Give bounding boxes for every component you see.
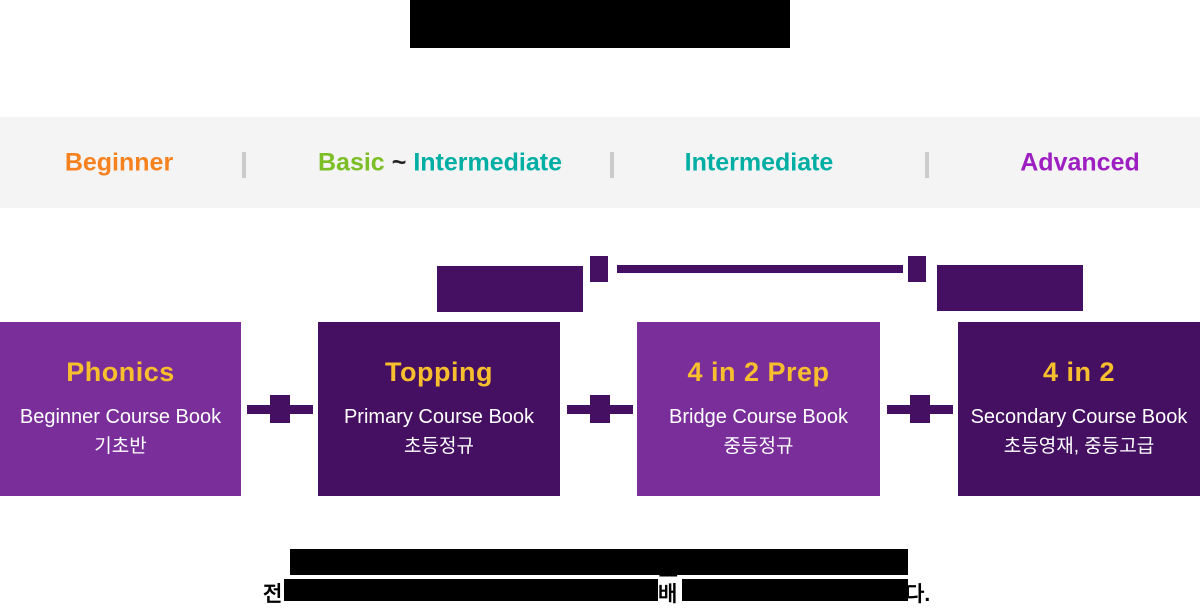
caption-line2-redaction-bar xyxy=(682,579,908,601)
caption-line1-redaction-bar xyxy=(290,549,908,575)
level-label-advanced: Advanced xyxy=(1020,148,1140,176)
plus-connector xyxy=(247,395,313,423)
plus-center-block xyxy=(590,395,610,423)
plus-center-block xyxy=(910,395,930,423)
course-title: 4 in 2 xyxy=(1042,356,1116,387)
plus-connector xyxy=(887,395,953,423)
caption-line2-start-fragment: 전 xyxy=(263,583,283,606)
course-subtitle-korean: 중등정규 xyxy=(723,435,794,457)
course-subtitle: Secondary Course Book xyxy=(970,405,1188,428)
tilde-separator: ~ xyxy=(391,148,407,176)
level-label-mixed-intermediate: Intermediate xyxy=(413,148,562,176)
level-divider xyxy=(610,152,614,178)
course-subtitle-korean: 초등영재, 중등고급 xyxy=(1003,435,1155,457)
caption-line2-mid-fragment: 배 xyxy=(658,583,678,606)
course-title: Phonics xyxy=(66,356,175,387)
title-banner xyxy=(410,0,790,48)
range-label-box-right xyxy=(937,265,1083,311)
course-subtitle: Primary Course Book xyxy=(343,405,535,428)
course-card-4in2: 4 in 2 Secondary Course Book 초등영재, 중등고급 xyxy=(958,322,1200,496)
level-label-intermediate: Intermediate xyxy=(684,148,834,176)
course-card-4in2-prep: 4 in 2 Prep Bridge Course Book 중등정규 xyxy=(637,322,880,496)
level-divider xyxy=(242,152,246,178)
range-endpoint-right xyxy=(908,256,926,282)
plus-center-block xyxy=(270,395,290,423)
course-title: Topping xyxy=(385,356,493,387)
course-card-phonics: Phonics Beginner Course Book 기초반 xyxy=(0,322,241,496)
level-band: Beginner Basic~Intermediate Intermediate… xyxy=(0,117,1200,208)
level-label-basic-intermediate: Basic~Intermediate xyxy=(318,148,562,177)
plus-connector xyxy=(567,395,633,423)
range-label-box-left xyxy=(437,266,583,312)
course-subtitle-korean: 기초반 xyxy=(94,435,147,457)
range-line xyxy=(617,265,903,273)
course-subtitle-korean: 초등정규 xyxy=(404,435,474,457)
course-title: 4 in 2 Prep xyxy=(687,356,830,387)
course-card-topping: Topping Primary Course Book 초등정규 xyxy=(318,322,560,496)
course-subtitle: Beginner Course Book xyxy=(19,405,222,428)
caption-line2-end-fragment: 다. xyxy=(905,583,931,606)
level-divider xyxy=(925,152,929,178)
level-label-beginner: Beginner xyxy=(64,148,174,176)
caption-line2-redaction-bar xyxy=(284,579,658,601)
course-subtitle: Bridge Course Book xyxy=(669,405,848,428)
level-label-basic: Basic xyxy=(318,148,385,176)
range-endpoint-left xyxy=(590,256,608,282)
